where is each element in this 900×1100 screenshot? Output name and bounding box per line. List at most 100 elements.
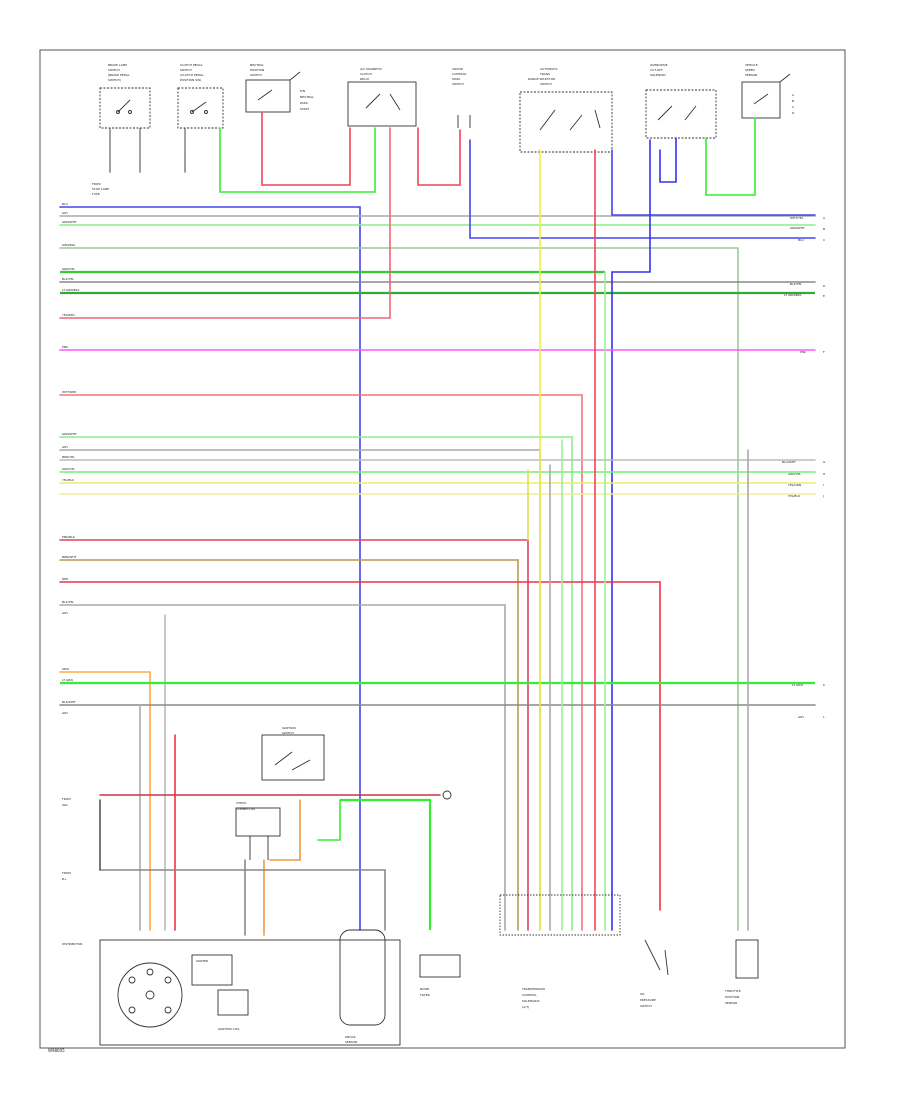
svg-text:WHT/YEL: WHT/YEL: [790, 216, 804, 220]
svg-text:D: D: [792, 111, 795, 115]
svg-text:WHT/RED: WHT/RED: [62, 390, 77, 394]
svg-text:GRN/BLK: GRN/BLK: [62, 243, 76, 247]
svg-text:GRN/WHT: GRN/WHT: [790, 226, 805, 230]
svg-text:GRN/YEL: GRN/YEL: [62, 467, 75, 471]
svg-text:CLUTCH PEDAL: CLUTCH PEDAL: [180, 63, 203, 67]
svg-text:GRN/YEL: GRN/YEL: [62, 267, 75, 271]
svg-text:SOLENOIDS: SOLENOIDS: [522, 999, 540, 1003]
svg-text:E: E: [823, 294, 825, 298]
svg-text:BRN/WHT: BRN/WHT: [62, 555, 77, 559]
brake-switch: BRAKE LAMP SWITCH (BRAKE PEDAL SWITCH) F…: [92, 63, 151, 196]
svg-text:BRN/YEL: BRN/YEL: [62, 455, 75, 459]
svg-text:POSITION: POSITION: [725, 995, 739, 999]
svg-text:SOLENOID: SOLENOID: [650, 73, 666, 77]
svg-text:YEL/GRN: YEL/GRN: [788, 483, 801, 487]
svg-text:RED: RED: [62, 577, 69, 581]
svg-text:YEL/BLU: YEL/BLU: [62, 478, 74, 482]
svg-text:VEHICLE: VEHICLE: [745, 63, 758, 67]
svg-text:GRN/WHT: GRN/WHT: [62, 220, 77, 224]
svg-text:G: G: [823, 460, 826, 464]
cruise-main-switch: CRUISE CONTROL MAIN SWITCH: [452, 67, 471, 128]
svg-text:A: A: [792, 93, 795, 97]
speed-sensor: VEHICLE SPEED SENSOR A B C D: [741, 63, 795, 119]
svg-text:B+: B+: [62, 877, 67, 881]
throttle-position-sensor: THROTTLE POSITION SENSOR: [724, 939, 759, 1005]
knock-sensor: [339, 929, 386, 1026]
svg-text:BLU: BLU: [62, 202, 68, 206]
overdrive-solenoid: OVERDRIVE CUT-OFF SOLENOID: [645, 63, 717, 139]
svg-text:FROM: FROM: [92, 182, 101, 186]
svg-text:CLUTCH: CLUTCH: [360, 72, 372, 76]
svg-text:SWITCH: SWITCH: [640, 1004, 652, 1008]
svg-text:(BRAKE PEDAL: (BRAKE PEDAL: [108, 73, 130, 77]
svg-text:C: C: [823, 238, 825, 242]
diagram-frame: [39, 49, 846, 1049]
svg-text:SENSOR: SENSOR: [345, 1040, 357, 1044]
svg-text:PNK: PNK: [62, 345, 69, 349]
svg-text:GRY: GRY: [62, 711, 68, 715]
svg-text:BLK/YEL: BLK/YEL: [62, 600, 74, 604]
footer-id: W98005: [48, 1048, 65, 1053]
noise-filter: [419, 954, 461, 978]
svg-text:CONNECTOR: CONNECTOR: [236, 807, 255, 811]
ignition-assembly: DISTRIBUTOR IGNITER IGNITION COIL KNOCK …: [62, 704, 461, 1046]
svg-text:SWITCH: SWITCH: [452, 82, 464, 86]
svg-text:(CLUTCH PEDAL: (CLUTCH PEDAL: [180, 73, 204, 77]
svg-text:SWITCH): SWITCH): [108, 78, 121, 82]
svg-text:POSITION: POSITION: [250, 68, 264, 72]
svg-text:CHECK: CHECK: [236, 801, 247, 805]
svg-text:B: B: [823, 227, 825, 231]
svg-text:LT GRN: LT GRN: [792, 683, 803, 687]
svg-text:PRESSURE: PRESSURE: [640, 998, 656, 1002]
svg-text:RELAY: RELAY: [360, 77, 370, 81]
top-wires: [109, 111, 756, 196]
svg-text:SENSOR: SENSOR: [745, 73, 757, 77]
svg-text:L: L: [823, 715, 825, 719]
svg-text:SWITCH: SWITCH: [282, 731, 294, 735]
svg-text:B: B: [792, 99, 794, 103]
svg-text:LT GRN: LT GRN: [62, 678, 73, 682]
svg-text:SWITCH: SWITCH: [250, 73, 262, 77]
svg-text:GRN/WHT: GRN/WHT: [62, 432, 77, 436]
svg-text:FROM: FROM: [62, 871, 71, 875]
svg-text:YEL/RED: YEL/RED: [62, 313, 75, 317]
svg-text:IGNITION COIL: IGNITION COIL: [218, 1027, 240, 1031]
svg-text:GRY: GRY: [62, 611, 68, 615]
svg-text:PARK: PARK: [300, 101, 309, 105]
svg-text:C: C: [792, 105, 794, 109]
check-connector: [235, 807, 281, 837]
svg-text:TRANSMISSION: TRANSMISSION: [521, 987, 545, 991]
svg-text:PNK/BLK: PNK/BLK: [62, 535, 76, 539]
svg-text:BLU: BLU: [798, 238, 804, 242]
svg-text:CUT-OFF: CUT-OFF: [650, 68, 663, 72]
auto-trans-switch: AUTOMATIC TRANS RANGE SELECTOR SWITCH: [519, 67, 613, 153]
svg-text:OIL: OIL: [640, 992, 645, 996]
top-components: BRAKE LAMP SWITCH (BRAKE PEDAL SWITCH) F…: [92, 63, 795, 196]
neutral-switch: NEUTRAL POSITION SWITCH P/N NEUTRAL PARK…: [245, 63, 314, 113]
svg-text:IGNITION: IGNITION: [282, 726, 296, 730]
svg-text:YEL/BLU: YEL/BLU: [788, 494, 800, 498]
svg-text:KNOCK: KNOCK: [345, 1035, 357, 1039]
svg-text:GRN/YEL: GRN/YEL: [788, 472, 801, 476]
svg-text:P/N: P/N: [300, 89, 305, 93]
distributor-box: [99, 939, 401, 1046]
svg-text:D: D: [823, 284, 826, 288]
svg-text:RANGE SELECTOR: RANGE SELECTOR: [528, 77, 555, 81]
lower-right-components: TRANSMISSION CONTROL SOLENOIDS (A/T) OIL…: [499, 894, 759, 1009]
svg-text:BLU/WHT: BLU/WHT: [782, 460, 796, 464]
svg-text:CONTROL: CONTROL: [452, 72, 467, 76]
right-labels: WHT/YEL GRN/WHT BLU BLK/YEL LT GRN/BLK P…: [782, 216, 826, 719]
svg-text:CONTROL: CONTROL: [522, 993, 537, 997]
svg-text:NEUTRAL: NEUTRAL: [300, 95, 314, 99]
svg-text:FILTER: FILTER: [420, 993, 430, 997]
svg-text:LT GRN/BLK: LT GRN/BLK: [62, 288, 80, 292]
svg-text:K: K: [823, 683, 826, 687]
distributor-cap: [117, 962, 183, 1028]
svg-text:GRY: GRY: [798, 715, 804, 719]
ecm-connector-stack: TRANSMISSION CONTROL SOLENOIDS (A/T): [499, 894, 621, 1009]
svg-text:A: A: [823, 216, 826, 220]
svg-text:BLK/WHT: BLK/WHT: [62, 700, 76, 704]
svg-text:(A/T): (A/T): [522, 1005, 529, 1009]
svg-text:FUSE: FUSE: [92, 192, 100, 196]
